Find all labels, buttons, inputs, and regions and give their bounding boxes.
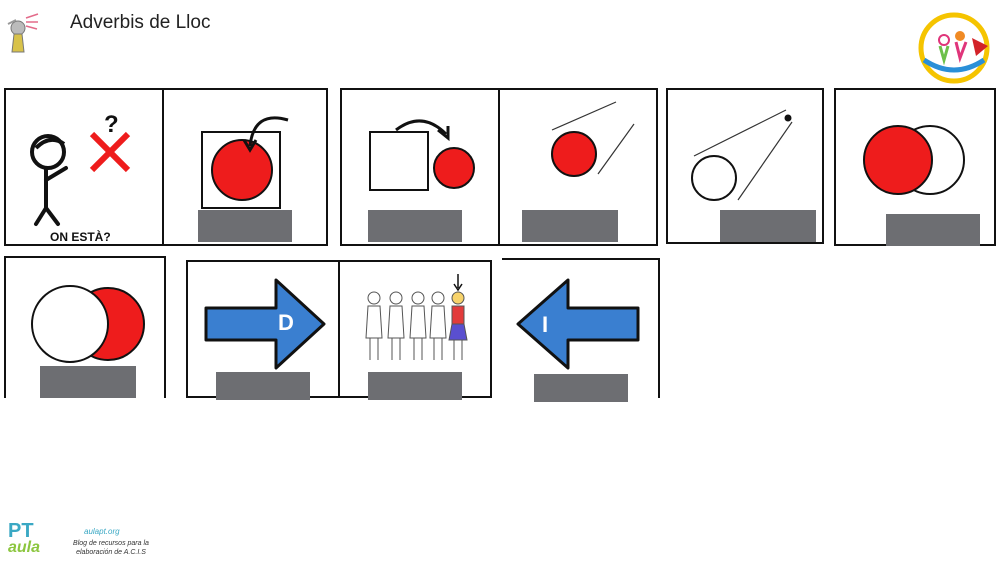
footer-logo-pt: PT [8,520,34,542]
card-inside[interactable] [162,88,328,246]
card-row-of-people[interactable] [338,260,492,400]
footer-blog-text: Blog de recursos para la elaboración de … [66,539,156,557]
footer-url: aulapt.org [84,527,120,536]
answer-slot[interactable] [40,366,136,398]
card-on-esta[interactable]: ? ON ESTÀ? [4,88,166,246]
card-in-front[interactable] [834,88,996,246]
top-right-logo [916,10,994,86]
footer-blog-line2: elaboración de A.C.I.S [76,549,146,556]
answer-slot[interactable] [720,210,816,242]
answer-slot[interactable] [368,372,462,400]
footer-blog-line1: Blog de recursos para la [73,540,149,547]
card-outside[interactable] [340,88,500,246]
answer-slot[interactable] [368,210,462,242]
svg-text:?: ? [104,111,119,138]
footer-logo-aula: aula [8,539,41,556]
card-left[interactable]: I [502,258,660,402]
on-esta-caption: ON ESTÀ? [50,230,111,244]
left-arrow-letter: I [542,312,549,337]
answer-slot[interactable] [522,210,618,242]
answer-slot[interactable] [886,214,980,246]
answer-slot[interactable] [534,374,628,402]
card-behind[interactable] [4,256,166,398]
card-far[interactable] [666,88,824,244]
card-right[interactable]: D [186,260,340,400]
card-near[interactable] [498,88,658,246]
right-arrow-letter: D [278,310,294,335]
answer-slot[interactable] [198,210,292,242]
top-left-logo [4,10,40,56]
page-title: Adverbis de Lloc [70,12,211,33]
answer-slot[interactable] [216,372,310,400]
